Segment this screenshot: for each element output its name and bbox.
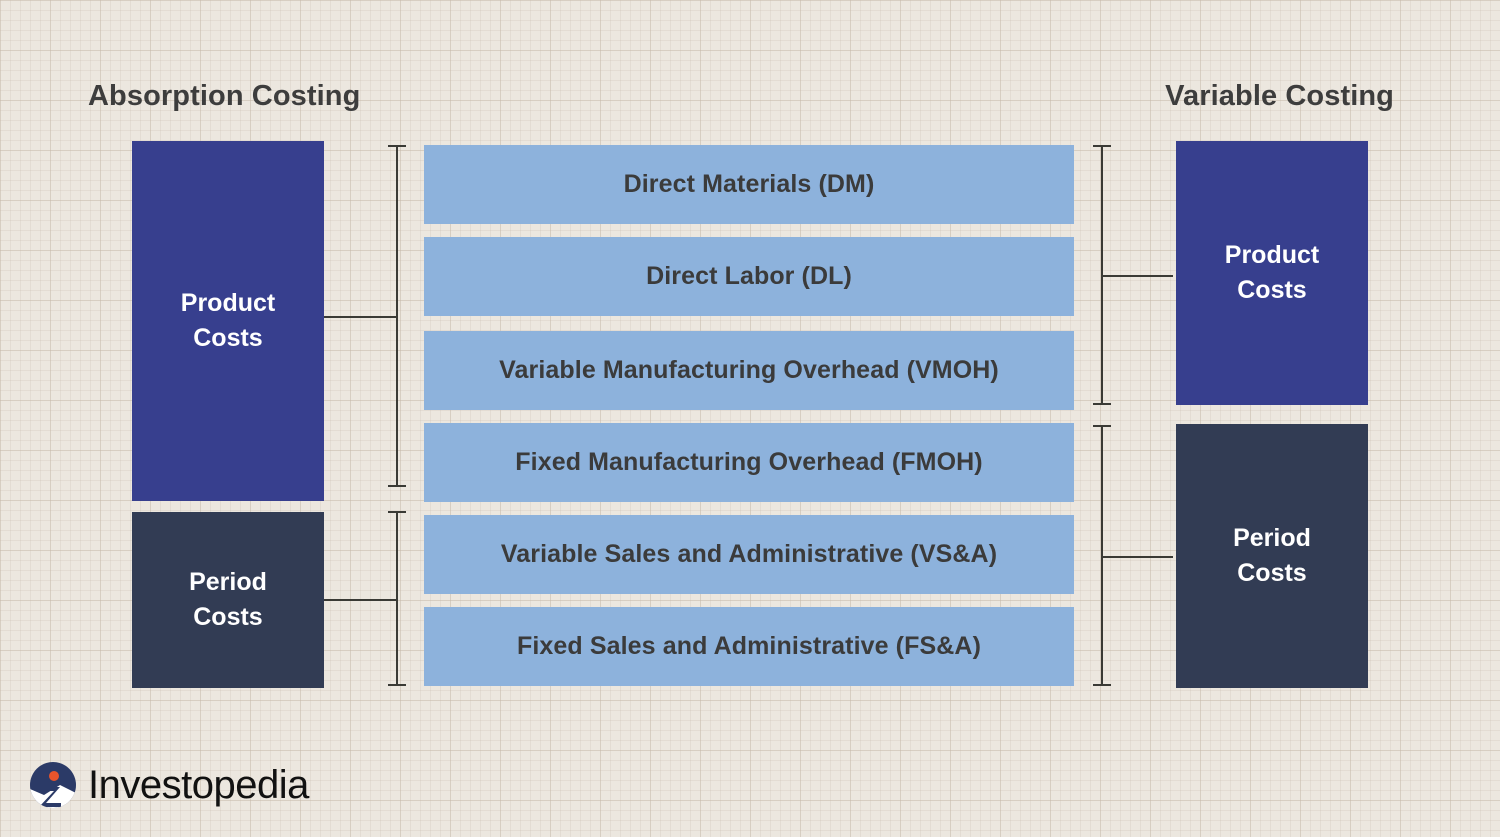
bracket-cap-bottom — [1093, 403, 1111, 405]
investopedia-wordmark: Investopedia — [88, 763, 309, 807]
absorption-product-costs-box: Product Costs — [132, 141, 324, 501]
variable-period-costs-label-line1: Period — [1233, 523, 1311, 552]
investopedia-logomark-icon — [30, 762, 76, 808]
bracket-cap-bottom — [1093, 684, 1111, 686]
absorption-period-costs-label-line1: Period — [189, 567, 267, 596]
variable-product-costs-label-line2: Costs — [1237, 276, 1307, 304]
absorption-costing-title: Absorption Costing — [88, 80, 361, 112]
bracket-stem — [396, 511, 398, 686]
absorption-product-costs-label-line1: Product — [180, 288, 276, 317]
variable-costing-title: Variable Costing — [1165, 80, 1394, 112]
variable-period-costs-label-line2: Costs — [1237, 559, 1307, 587]
absorption-period-costs-box: Period Costs — [132, 512, 324, 688]
bracket-cap-top — [388, 511, 406, 513]
bracket-cap-bottom — [388, 684, 406, 686]
cost-bar-direct-labor: Direct Labor (DL) — [424, 237, 1074, 316]
variable-period-costs-box: Period Costs — [1176, 424, 1368, 688]
bracket-connector-arm — [324, 316, 396, 318]
bracket-cap-bottom — [388, 485, 406, 487]
investopedia-logo: Investopedia — [30, 762, 309, 808]
absorption-product-costs-label-line2: Costs — [193, 324, 263, 352]
cost-bar-variable-sales-and-administrative: Variable Sales and Administrative (VS&A) — [424, 515, 1074, 594]
variable-product-costs-label-line1: Product — [1224, 240, 1320, 269]
cost-bar-variable-manufacturing-overhead: Variable Manufacturing Overhead (VMOH) — [424, 331, 1074, 410]
bracket-connector-arm — [324, 598, 396, 601]
bracket-connector-arm — [1101, 275, 1173, 277]
cost-bar-direct-materials: Direct Materials (DM) — [424, 145, 1074, 224]
bracket-stem — [396, 145, 398, 487]
bracket-connector-arm — [1101, 555, 1173, 558]
bracket-cap-top — [1093, 145, 1111, 147]
cost-bar-fixed-sales-and-administrative: Fixed Sales and Administrative (FS&A) — [424, 607, 1074, 686]
absorption-period-costs-label-line2: Costs — [193, 603, 263, 631]
cost-bar-fixed-manufacturing-overhead: Fixed Manufacturing Overhead (FMOH) — [424, 423, 1074, 502]
logomark-dot — [49, 771, 59, 781]
variable-product-costs-box: Product Costs — [1176, 141, 1368, 405]
bracket-cap-top — [1093, 425, 1111, 427]
logomark-zigzag-icon — [30, 785, 76, 808]
bracket-cap-top — [388, 145, 406, 147]
